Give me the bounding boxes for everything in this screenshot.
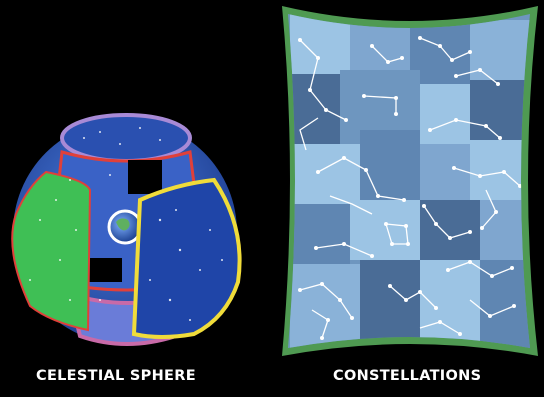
celestial-sphere-caption: CELESTIAL SPHERE: [36, 368, 196, 384]
sphere-window-top: [128, 160, 162, 194]
constellation-map: [280, 0, 540, 360]
map-regions: [290, 14, 530, 354]
celestial-sphere-diagram: [12, 115, 239, 344]
constellations-caption: CONSTELLATIONS: [333, 368, 481, 384]
sphere-yellow-segment: [134, 180, 240, 337]
sphere-top-cap: [62, 115, 190, 161]
